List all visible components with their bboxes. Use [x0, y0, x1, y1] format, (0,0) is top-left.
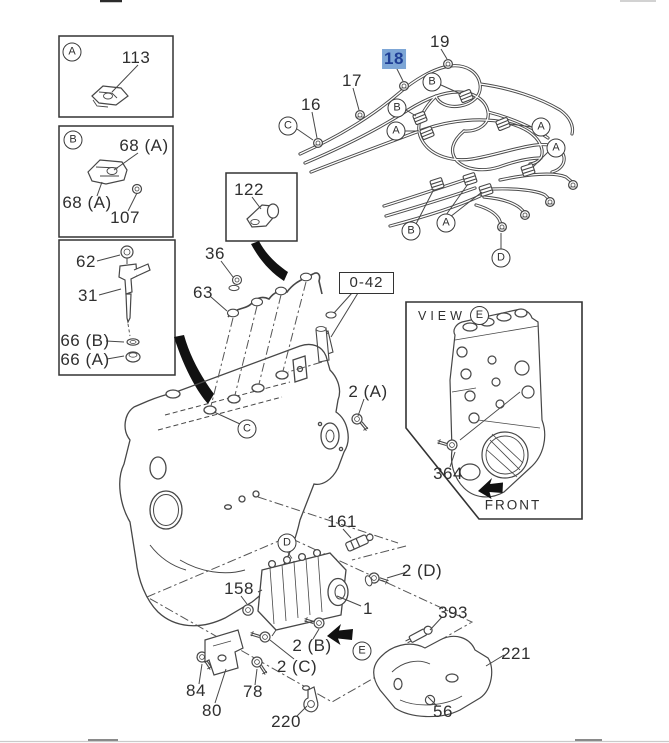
stud-393: [405, 625, 433, 644]
bolt-36: [231, 274, 243, 286]
front-arrow: [478, 478, 503, 499]
part-31-injector: [118, 245, 151, 363]
bolt-2a: [349, 412, 372, 432]
detail-boxes: [58, 35, 298, 376]
detail-box-clip: [225, 172, 298, 242]
assembly-centerlines: [145, 281, 474, 703]
detail-box-a: [58, 35, 174, 118]
view-e-box: [405, 301, 583, 520]
front-label: FRONT: [484, 497, 542, 513]
view-label: VIEW: [418, 308, 466, 323]
ref-box-0-42[interactable]: 0-42: [339, 272, 394, 294]
engine-block: [119, 343, 349, 627]
injection-pipes: [298, 58, 579, 232]
leakoff-rail: [226, 272, 337, 363]
arrow-at-pump: [327, 624, 353, 645]
part-68a-clamp: [87, 159, 143, 195]
ref-part-clip: [325, 311, 337, 319]
bracket-56: [373, 635, 493, 718]
arrow-from-clip-box: [251, 241, 288, 281]
nut-158: [242, 604, 254, 616]
bolt-2d: [364, 568, 390, 590]
pump-detail-view: [435, 308, 546, 498]
fitting-161: [345, 533, 374, 552]
part-113-clamp: [91, 85, 129, 108]
injection-pump: [257, 548, 349, 637]
bolt-2c: [248, 625, 273, 647]
arrow-from-injector-box: [174, 335, 214, 404]
leader-lines: [96, 48, 549, 717]
view-callout-e: E: [469, 306, 489, 325]
clip-220: [302, 685, 319, 713]
pipe-clamps: [412, 88, 536, 198]
detail-box-injector: [58, 239, 176, 376]
flow-arrows: [174, 241, 353, 645]
part-122-clip: [246, 203, 280, 228]
detail-box-b: [58, 125, 174, 238]
view-e-title: VIEW E: [418, 306, 489, 325]
fasteners: [193, 412, 493, 718]
bracket-80: [204, 629, 244, 676]
